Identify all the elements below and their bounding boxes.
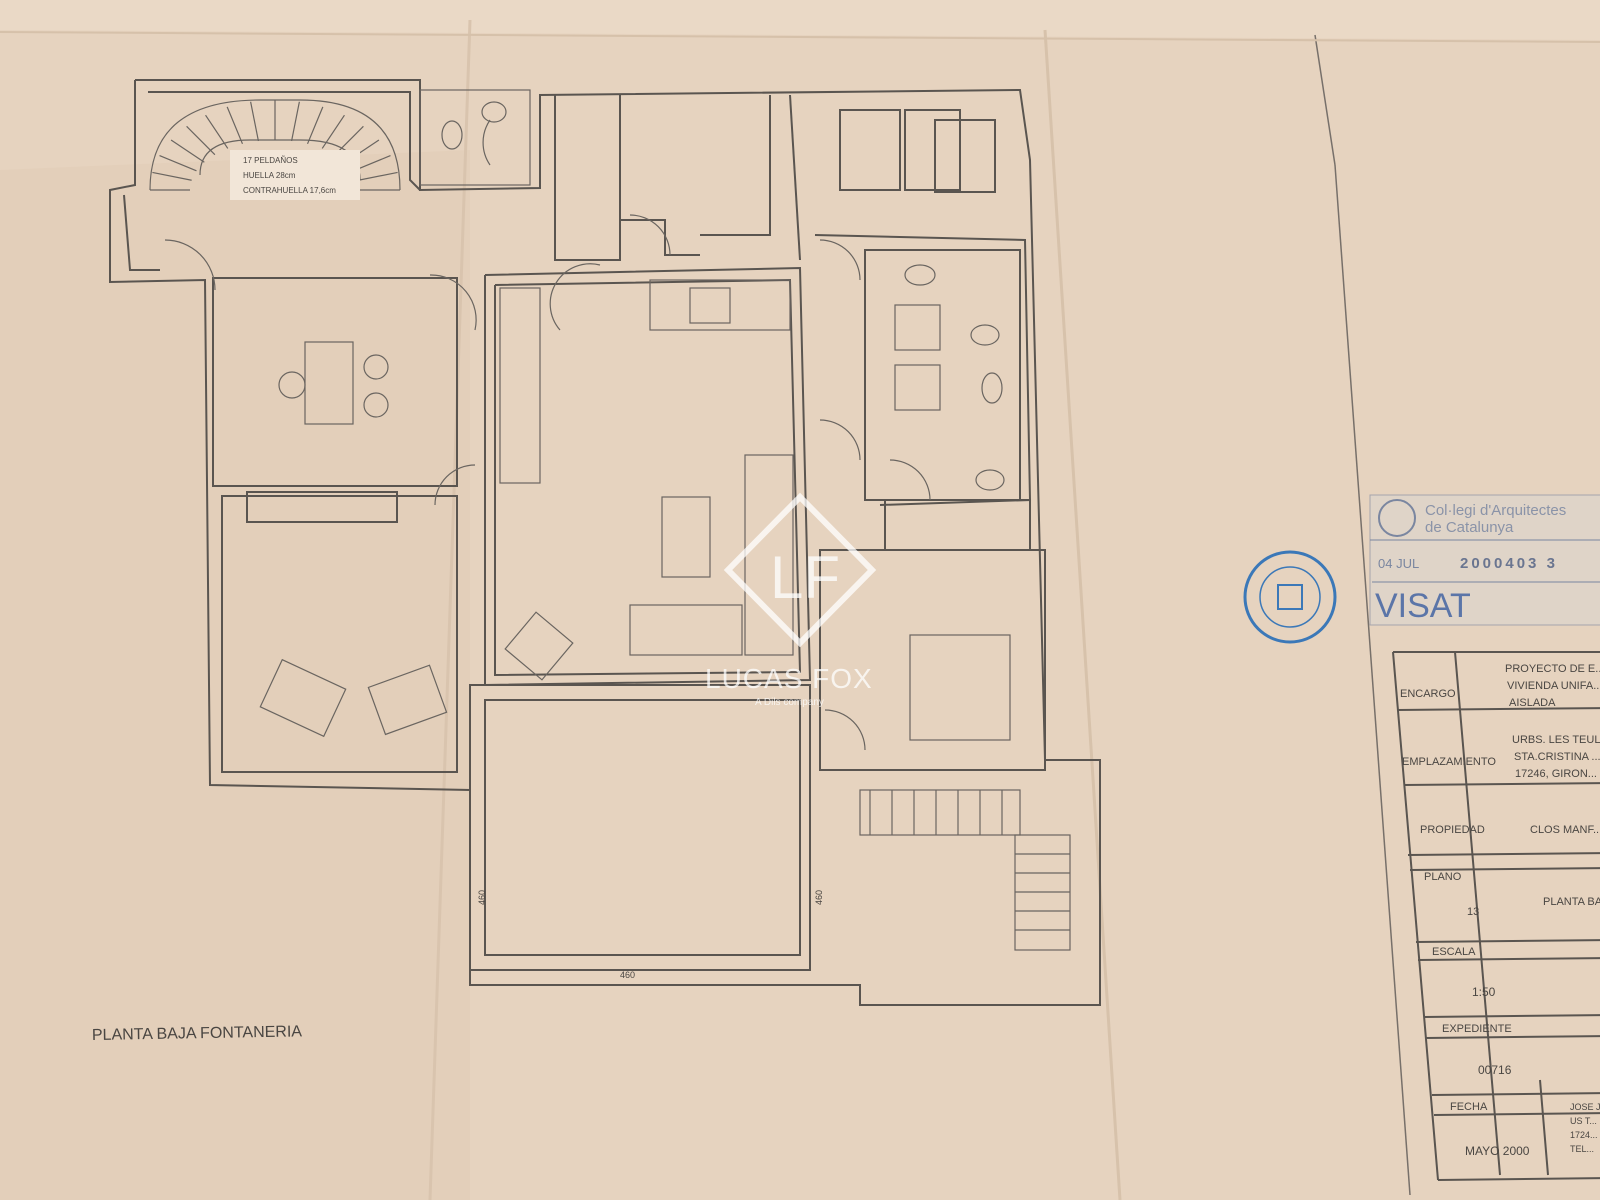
stair-tread [159,155,197,172]
stair-tread [205,114,229,149]
escala-label: ESCALA [1432,946,1476,958]
architect-line-4: TEL... [1570,1144,1594,1154]
emplazamiento-line-2: STA.CRISTINA ... [1514,751,1600,763]
stair-tread [358,171,398,181]
title-block-row-line [1403,782,1600,786]
title-block-row-line [1433,1112,1600,1116]
emplazamiento-label: EMPLAZAMIENTO [1402,756,1496,768]
architect-line-2: US T... [1570,1116,1597,1126]
plan-title: PLANTA BAJA FONTANERIA [92,1023,303,1044]
encargo-line-1: PROYECTO DE E... [1505,663,1600,675]
title-block-row-line [1397,707,1600,711]
svg-text:LF: LF [770,544,840,611]
fecha-value: MAYO 2000 [1465,1144,1530,1158]
plano-label: PLANO [1424,871,1462,883]
watermark-brand: LUCAS FOX [705,663,873,694]
escala-value: 1:50 [1472,985,1496,999]
title-block [1392,651,1600,1181]
college-name-line-2: de Catalunya [1425,519,1514,536]
dimension-label: 460 [620,970,635,980]
stair-tread [250,101,260,142]
furniture [164,101,1011,751]
propiedad-label: PROPIEDAD [1420,824,1485,836]
visat-label: VISAT [1375,587,1471,625]
stair-tread [290,101,300,142]
municipal-seal-stamp [1243,550,1337,644]
stair-note-line-2: HUELLA 28cm [243,171,296,180]
lucas-fox-logo: LF LUCAS FOX A Dils company [705,492,877,708]
stamp-number: 2000403 3 [1460,555,1558,572]
college-name-line-1: Col·legi d'Arquitectes [1425,502,1566,519]
spiral-staircase [149,99,401,200]
architect-line-3: 1724... [1570,1130,1598,1140]
expediente-label: EXPEDIENTE [1442,1023,1512,1035]
stamp-date: 04 JUL [1378,556,1419,571]
walls [109,79,1101,1006]
plano-number: 13 [1467,906,1479,918]
stair-tread [321,114,345,149]
stair-tread [306,106,324,145]
stair-tread [170,139,205,163]
college-visa-stamp: Col·legi d'Arquitectes de Catalunya 04 J… [1369,494,1600,626]
stair-tread [334,125,364,156]
stair-tread [226,106,244,145]
stair-tread [186,125,216,156]
emplazamiento-line-3: 17246, GIRON... [1515,768,1597,780]
title-block-row-line [1417,957,1600,961]
title-block-row-line [1425,1035,1600,1039]
propiedad-value: CLOS MANF... [1530,824,1600,836]
emplazamiento-line-1: URBS. LES TEULE... [1512,734,1600,746]
title-block-row-line [1415,939,1600,943]
stair-tread [152,171,192,181]
dimension-label: 460 [477,890,487,905]
stair-note-line-1: 17 PELDAÑOS [243,156,298,165]
expediente-value: 00716 [1478,1063,1512,1077]
encargo-label: ENCARGO [1400,688,1456,700]
exterior-staircase [859,789,1071,951]
plano-name: PLANTA BA... [1543,896,1600,908]
stair-note-line-3: CONTRAHUELLA 17,6cm [243,186,336,195]
title-block-row-line [1409,867,1600,871]
encargo-line-3: AISLADA [1509,697,1556,709]
encargo-line-2: VIVIENDA UNIFA... [1507,680,1600,692]
watermark-tagline: A Dils company [755,697,824,708]
architect-line-1: JOSE J... [1570,1102,1600,1112]
dimension-label: 460 [814,890,824,905]
title-block-row-line [1407,852,1600,856]
title-block-row-line [1431,1092,1600,1096]
title-block-row-line [1423,1014,1600,1018]
fecha-label: FECHA [1450,1101,1488,1113]
